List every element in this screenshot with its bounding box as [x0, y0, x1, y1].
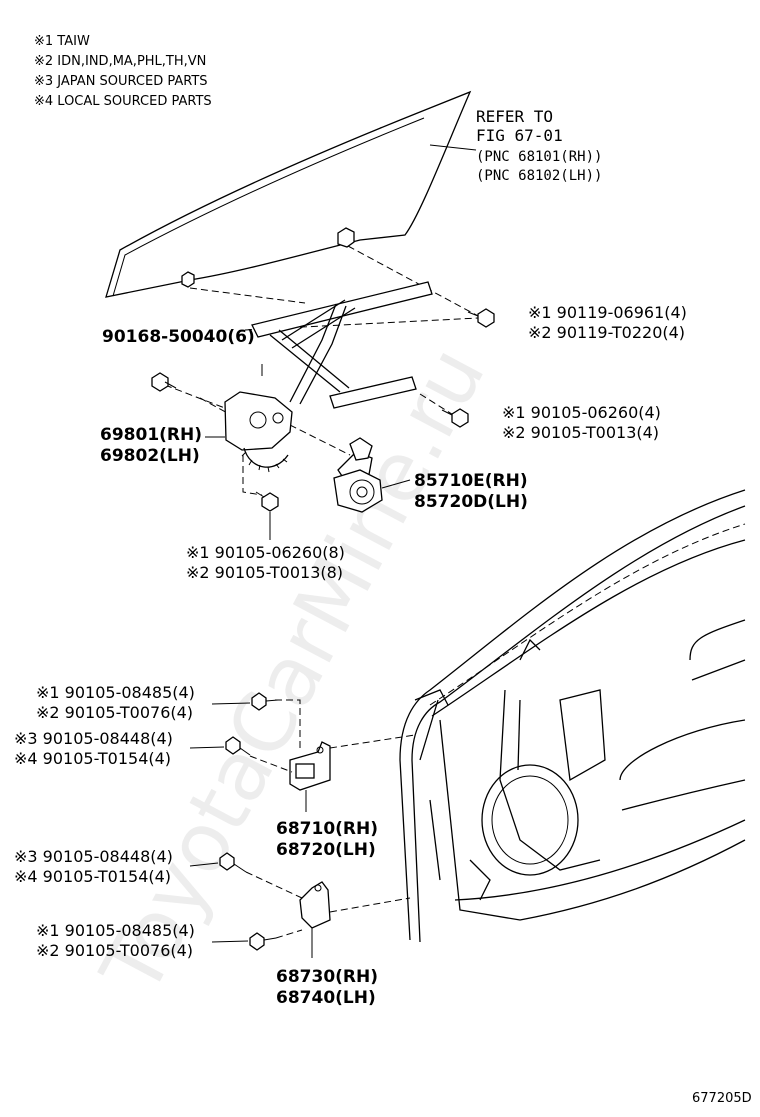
refer-line-4: (PNC 68102(LH)) — [476, 168, 602, 184]
label-bolt-regulator-top: 90168-50040(6) — [102, 327, 255, 347]
label-rail-bolt-2: ※2 90105-T0013(4) — [502, 423, 659, 442]
label-rail-bolt-1: ※1 90105-06260(4) — [502, 403, 661, 422]
label-lower-hinge-bolt-2: ※2 90105-T0076(4) — [36, 941, 193, 960]
label-upper-hinge-rh: 68710(RH) — [276, 819, 378, 839]
label-motor-rh: 85710E(RH) — [414, 471, 528, 491]
label-regulator-rh: 69801(RH) — [100, 425, 202, 445]
lower-hinge — [299, 881, 411, 958]
lower-hinge-bolt-b-icon — [249, 929, 303, 951]
label-upper-hinge-lh: 68720(LH) — [276, 840, 376, 860]
label-regulator-bolt-2: ※2 90105-T0013(8) — [186, 563, 343, 582]
figure-id: 677205D — [692, 1091, 752, 1106]
label-lower-hinge-rh: 68730(RH) — [276, 967, 378, 987]
lower-hinge-bolt-a-icon — [219, 852, 303, 899]
label-glass-bolt-1: ※1 90119-06961(4) — [528, 303, 687, 322]
bolt-regulator-top-icon — [151, 372, 177, 392]
refer-line-2: FIG 67-01 — [476, 126, 563, 145]
window-regulator — [224, 281, 433, 473]
label-upper-hinge-bolt-4: ※4 90105-T0154(4) — [14, 749, 171, 768]
note-2: ※2 IDN,IND,MA,PHL,TH,VN — [34, 54, 206, 69]
note-3: ※3 JAPAN SOURCED PARTS — [34, 74, 208, 89]
refer-block: REFER TO FIG 67-01 (PNC 68101(RH)) (PNC … — [476, 107, 602, 184]
label-upper-hinge-bolt-2: ※2 90105-T0076(4) — [36, 703, 193, 722]
vehicle-body — [399, 489, 746, 943]
label-regulator-lh: 69802(LH) — [100, 446, 200, 466]
refer-line-1: REFER TO — [476, 107, 553, 126]
refer-line-3: (PNC 68101(RH)) — [476, 149, 602, 165]
window-motor — [333, 437, 411, 513]
upper-hinge-bolt-a-icon — [251, 692, 279, 711]
upper-hinge — [275, 699, 416, 812]
bolt-glass-icon — [467, 308, 495, 328]
bolt-rail-icon — [441, 408, 469, 428]
label-glass-bolt-2: ※2 90119-T0220(4) — [528, 323, 685, 342]
note-4: ※4 LOCAL SOURCED PARTS — [34, 94, 212, 109]
label-upper-hinge-bolt-3: ※3 90105-08448(4) — [14, 729, 173, 748]
label-motor-lh: 85720D(LH) — [414, 492, 528, 512]
label-regulator-bolt-1: ※1 90105-06260(8) — [186, 543, 345, 562]
label-lower-hinge-bolt-4: ※4 90105-T0154(4) — [14, 867, 171, 886]
label-lower-hinge-lh: 68740(LH) — [276, 988, 376, 1008]
label-upper-hinge-bolt-1: ※1 90105-08485(4) — [36, 683, 195, 702]
note-1: ※1 TAIW — [34, 34, 90, 49]
region-notes: ※1 TAIW ※2 IDN,IND,MA,PHL,TH,VN ※3 JAPAN… — [34, 34, 212, 109]
door-glass — [105, 90, 477, 298]
upper-hinge-bolt-b-icon — [225, 736, 293, 773]
label-lower-hinge-bolt-3: ※3 90105-08448(4) — [14, 847, 173, 866]
bolt-regulator-bottom-icon — [255, 491, 279, 512]
label-lower-hinge-bolt-1: ※1 90105-08485(4) — [36, 921, 195, 940]
